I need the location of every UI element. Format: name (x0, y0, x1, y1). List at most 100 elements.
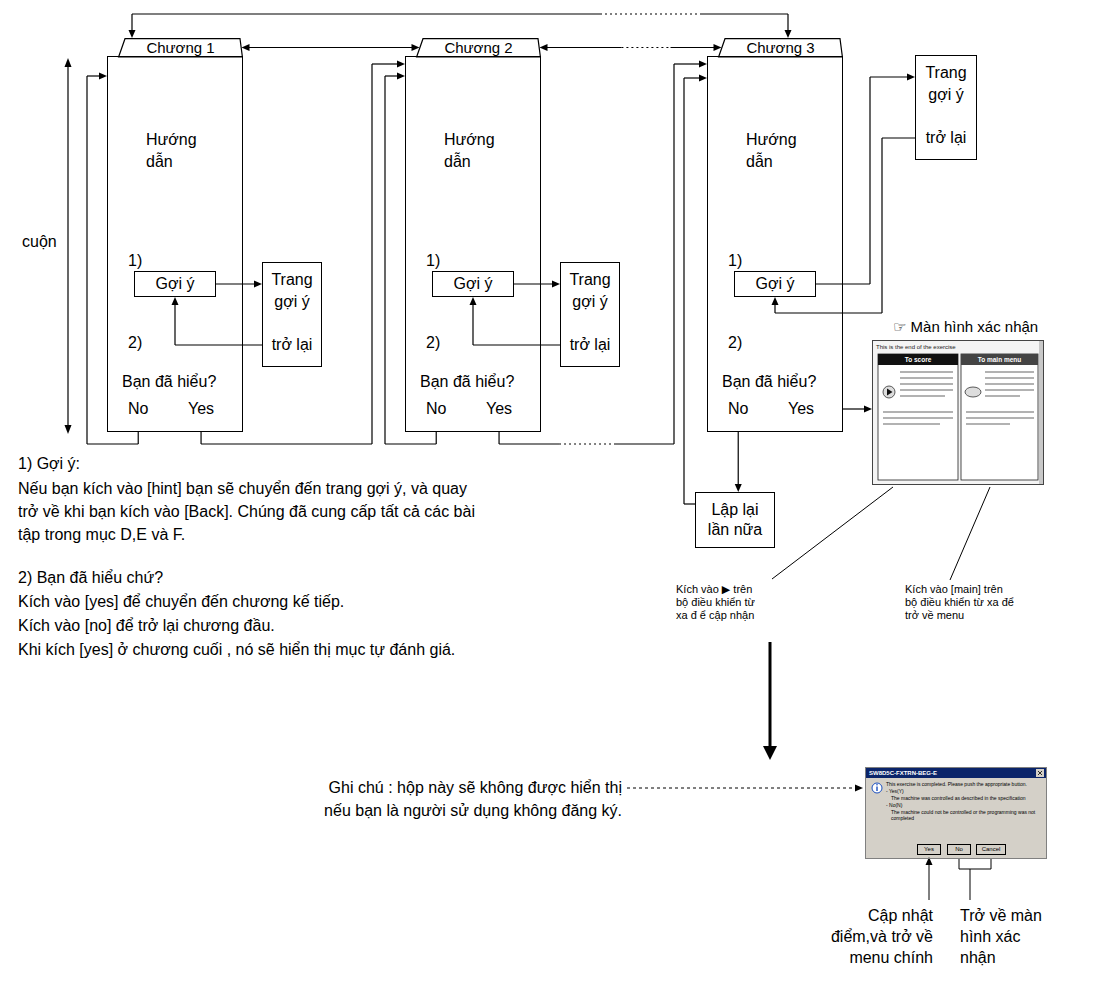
connector-segment (472, 303, 473, 345)
back-link: trở lại (561, 334, 619, 356)
connector-segment (514, 283, 554, 284)
connector-segment (132, 13, 600, 14)
screen-caption: ☞ Màn hình xác nhận (893, 318, 1038, 336)
info-icon (872, 783, 882, 793)
arrowhead (785, 30, 792, 38)
connector-segment (684, 77, 701, 78)
note-heading: 2) Bạn đã hiểu chứ? (18, 566, 163, 589)
connector-segment (775, 312, 882, 313)
callout-number: 1) (426, 250, 440, 272)
connector-segment (881, 138, 882, 313)
connector-segment (700, 13, 788, 14)
arrowhead (540, 44, 548, 51)
screen-panel (878, 354, 958, 480)
connector-segment (870, 76, 909, 77)
callout-number: 2) (426, 332, 440, 354)
panel-heading: To main menu (961, 354, 1038, 365)
arrowhead (864, 406, 872, 413)
dashed-arrow-line (627, 788, 856, 789)
arrowhead (699, 75, 707, 82)
screen-panel-header (878, 354, 958, 365)
arrowhead (470, 297, 477, 305)
question-text: Bạn đã hiểu? (722, 371, 816, 393)
dialog-button: No (947, 844, 971, 855)
note-heading: 1) Gợi ý: (18, 452, 80, 475)
instruction-text: Hướng dẫn (746, 129, 810, 173)
connector-segment (738, 432, 739, 486)
dialog-text: - No(N) (886, 802, 1042, 808)
page-title: Trang gợi ý (916, 62, 976, 106)
screen-title: This is the end of the exercise (876, 342, 956, 352)
connector-segment (372, 63, 399, 64)
scroll-arrow-line (67, 66, 68, 426)
connector-segment (436, 432, 437, 444)
connector-segment (673, 64, 674, 444)
hint-button: Gợi ý (432, 271, 514, 297)
chapter-tab: Chương 3 (718, 38, 843, 57)
connector-dotted-segment (600, 13, 700, 14)
note-text: Kích vào [yes] để chuyển đến chương kế t… (18, 590, 344, 613)
connector (129, 14, 792, 38)
main-button-icon (965, 387, 981, 397)
chapter-panel: Hướng dẫn1)2)Bạn đã hiểu?Gợi ý (405, 56, 541, 432)
chapter-panel: Hướng dẫn1)2)Bạn đã hiểu?Gợi ý (107, 56, 243, 432)
arrowhead (172, 297, 179, 305)
instruction-text: Hướng dẫn (146, 129, 210, 173)
connector-segment (869, 77, 870, 284)
connector-dotted-segment (621, 47, 670, 48)
screen-panel-header (961, 354, 1038, 365)
edge-label: No (728, 398, 748, 420)
connector-dotted-segment (559, 443, 614, 444)
connector-segment (385, 75, 399, 76)
edge-label: Yes (188, 398, 214, 420)
edge-label: No (128, 398, 148, 420)
dialog-text: - Yes(Y) (886, 788, 1042, 794)
callout-number: 1) (128, 250, 142, 272)
connector (816, 74, 915, 285)
note-text: Khi kích [yes] ở chương cuối , nó sẽ hiể… (18, 638, 478, 661)
chapter-title: Chương 1 (146, 39, 214, 56)
screen-panel (961, 354, 1038, 480)
leader-arrow-line (929, 864, 930, 900)
instruction-text: Hướng dẫn (444, 129, 508, 173)
chapter-tab: Chương 1 (118, 38, 243, 57)
connector (735, 432, 742, 492)
leader-line (772, 487, 893, 579)
dialog-message: This exercise is completed. Please push … (886, 781, 1042, 822)
bracket-line (959, 858, 991, 900)
callout-number: 1) (728, 250, 742, 272)
button-label: Gợi ý (756, 274, 795, 294)
chapter-title: Chương 2 (444, 39, 512, 56)
connector-segment (546, 47, 622, 48)
dialog-title-bar (866, 768, 1046, 778)
arrowhead (99, 73, 107, 80)
thick-arrowhead (763, 746, 777, 760)
play-button-icon (883, 386, 895, 398)
back-link: trở lại (916, 127, 976, 149)
repeat-label: Lập lại lần nữa (704, 500, 766, 540)
connector-segment (201, 443, 372, 444)
connector-segment (843, 408, 866, 409)
dialog-text: The machine could not be controlled or t… (886, 809, 1042, 821)
connector (216, 281, 262, 288)
button-label: Gợi ý (454, 274, 493, 294)
note-text: Kích vào [no] để trở lại chương đầu. (18, 614, 275, 637)
connector-segment (131, 14, 132, 32)
thick-arrow-line (769, 642, 772, 748)
scroll-arrowhead (65, 58, 72, 67)
connector-segment (248, 47, 414, 48)
tab-outline-shape (119, 39, 243, 57)
hint-page: Trang gợi ýtrở lại (560, 262, 620, 367)
arrowhead (735, 484, 742, 492)
connector (172, 297, 263, 345)
connector-segment (385, 443, 436, 444)
connector-segment (787, 14, 788, 32)
callout-number: 2) (128, 332, 142, 354)
connector (514, 281, 560, 288)
connector (499, 61, 707, 445)
connector-segment (175, 344, 262, 345)
chapter-tab: Chương 2 (416, 38, 541, 57)
dashed-arrowhead (855, 785, 863, 792)
connector-segment (683, 78, 684, 504)
